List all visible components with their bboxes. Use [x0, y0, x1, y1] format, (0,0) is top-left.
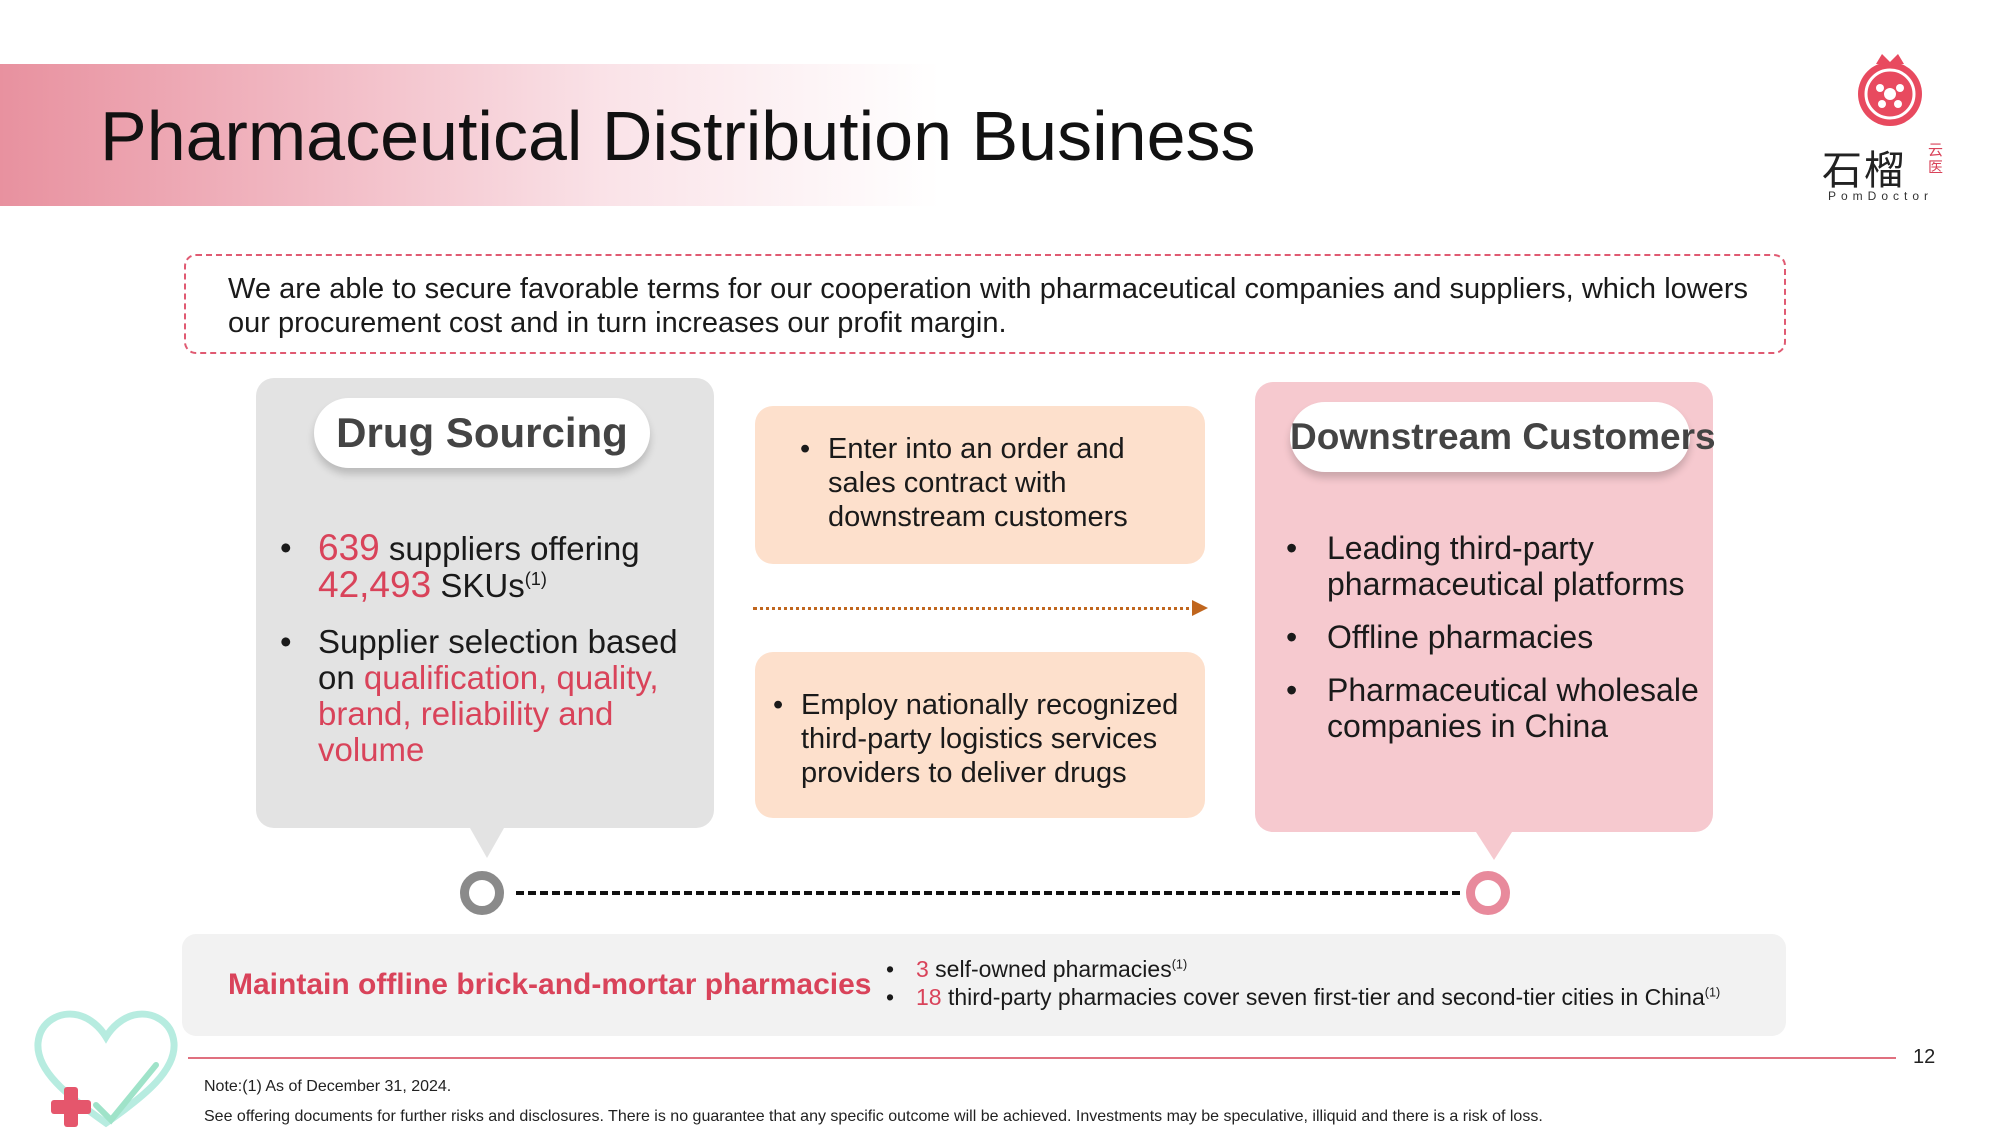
connector-ring-left [460, 871, 504, 915]
footnote: Note:(1) As of December 31, 2024. [204, 1078, 452, 1095]
footnote-marker: (1) [1171, 957, 1188, 972]
offline-pharmacies-list: 3 self-owned pharmacies(1) 18 third-part… [886, 955, 1786, 1011]
logo-side-text: 云医 [1928, 142, 1944, 176]
heart-cross-icon [34, 1010, 178, 1128]
list-item: Pharmaceutical wholesale companies in Ch… [1286, 672, 1706, 744]
third-party-label: third-party pharmacies cover seven first… [941, 984, 1705, 1010]
list-item: 3 self-owned pharmacies(1) [886, 955, 1786, 983]
self-owned-count: 3 [916, 956, 929, 982]
list-item: Supplier selection based on qualificatio… [278, 624, 698, 768]
connector-ring-right [1466, 871, 1510, 915]
arrow-right-icon [1192, 600, 1208, 616]
list-item: 639 suppliers offering 42,493 SKUs(1) [278, 527, 698, 605]
intro-text: We are able to secure favorable terms fo… [228, 273, 1748, 339]
self-owned-label: self-owned pharmacies [928, 956, 1172, 982]
sku-label: SKUs [431, 567, 525, 604]
pomdoctor-logo-icon [1858, 54, 1922, 126]
drug-sourcing-pointer [470, 828, 504, 858]
list-item: Employ nationally recognized third-party… [773, 688, 1203, 790]
connector-dashed-line [516, 891, 1460, 895]
selection-label: Supplier selection based on [318, 623, 678, 696]
selection-criteria: qualification, quality, brand, reliabili… [318, 659, 659, 768]
title-band [0, 64, 940, 206]
page-title: Pharmaceutical Distribution Business [100, 97, 1256, 175]
downstream-customers-list: Leading third-party pharmaceutical platf… [1286, 530, 1706, 761]
downstream-pointer [1476, 832, 1512, 860]
suppliers-label: suppliers offering [379, 530, 640, 567]
suppliers-count: 639 [318, 527, 380, 568]
third-party-count: 18 [916, 984, 942, 1010]
sku-count: 42,493 [318, 564, 432, 605]
logo-wordmark: 石榴 [1822, 148, 1906, 194]
drug-sourcing-list: 639 suppliers offering 42,493 SKUs(1) Su… [278, 527, 698, 788]
page-number: 12 [1913, 1046, 1936, 1068]
footnote-marker: (1) [1704, 985, 1721, 1000]
downstream-customers-title: Downstream Customers [1290, 402, 1716, 472]
logistics-list: Employ nationally recognized third-party… [773, 688, 1203, 790]
flow-arrow-line [753, 607, 1203, 610]
list-item: 18 third-party pharmacies cover seven fi… [886, 983, 1786, 1011]
order-contract-list: Enter into an order and sales contract w… [800, 432, 1200, 534]
footer-divider [188, 1057, 1896, 1059]
offline-pharmacies-title: Maintain offline brick-and-mortar pharma… [228, 968, 872, 1001]
footnote-marker: (1) [524, 569, 547, 589]
list-item: Enter into an order and sales contract w… [800, 432, 1200, 534]
drug-sourcing-title: Drug Sourcing [314, 398, 650, 468]
list-item: Offline pharmacies [1286, 619, 1706, 655]
logo-subtitle: PomDoctor [1828, 189, 1934, 203]
disclaimer: See offering documents for further risks… [204, 1108, 1543, 1125]
intro-box [184, 254, 1786, 354]
list-item: Leading third-party pharmaceutical platf… [1286, 530, 1706, 602]
